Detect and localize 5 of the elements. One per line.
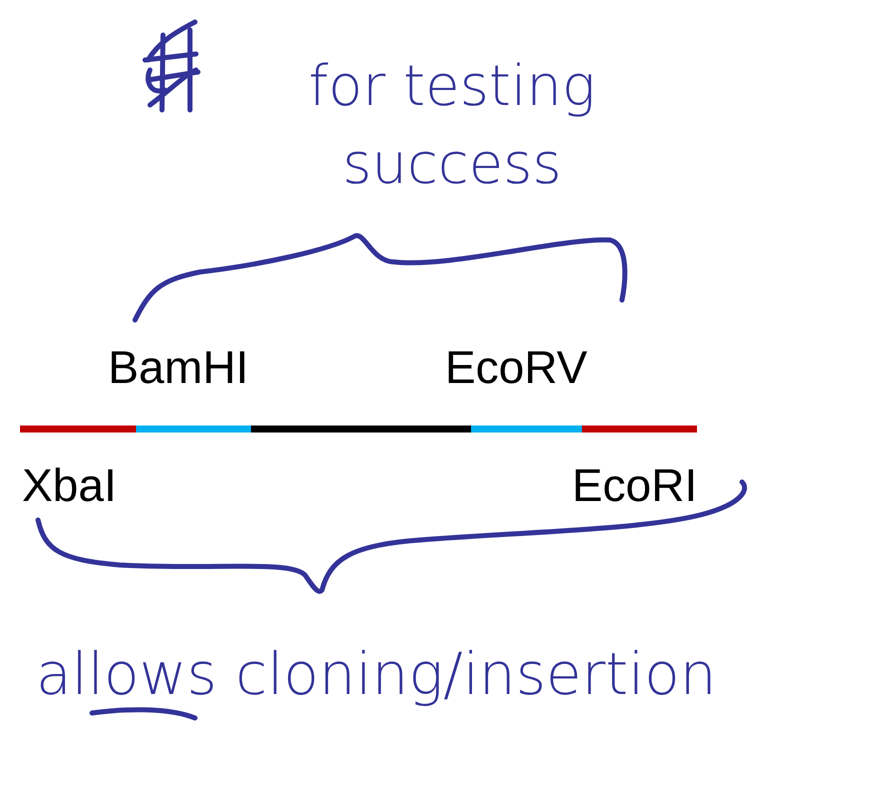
site-label: BamHI bbox=[108, 344, 249, 390]
site-label: EcoRI bbox=[572, 462, 698, 508]
handwritten-note: for testing success bbox=[308, 53, 596, 200]
site-label: XbaI bbox=[22, 462, 117, 508]
site-label: EcoRV bbox=[445, 344, 588, 390]
